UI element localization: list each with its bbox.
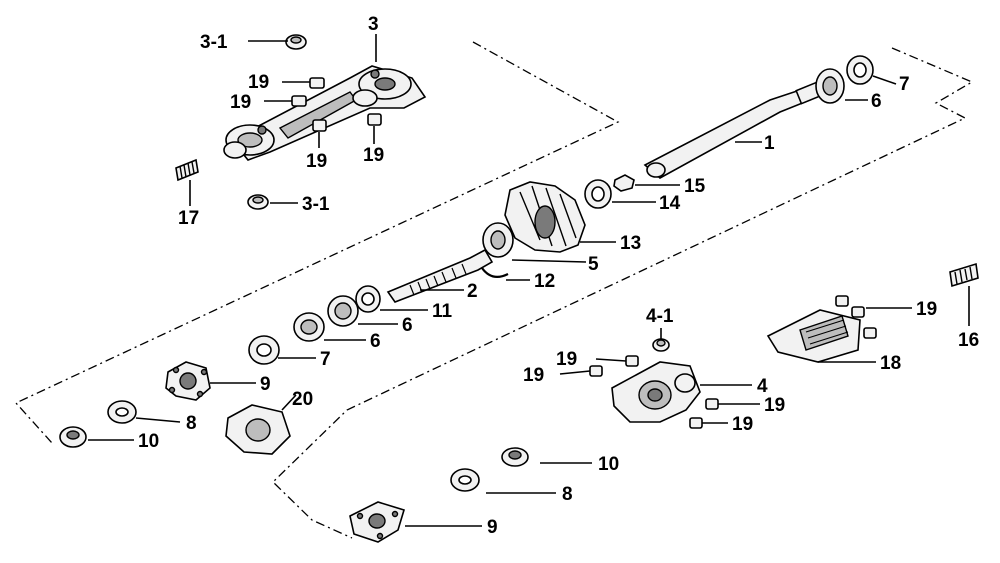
- part-coupling-20: [225, 404, 291, 455]
- part-spring-16: [949, 262, 979, 288]
- callout-19-i: 19: [732, 414, 753, 435]
- boundary-dashed-line: [14, 41, 620, 444]
- callout-3-1-top: 3-1: [200, 32, 228, 53]
- part-bolt-19-g: [589, 365, 603, 377]
- part-bolt-19-c: [312, 119, 327, 132]
- part-bearing-6-top: [815, 68, 845, 104]
- callout-8-right: 8: [562, 484, 573, 505]
- part-bolt-19-e: [835, 295, 877, 339]
- callout-11: 11: [432, 301, 453, 322]
- part-nut-4-1: [652, 338, 670, 352]
- part-snap-ring-12: [481, 267, 509, 279]
- part-cover-18: [766, 309, 861, 363]
- callout-10-left: 10: [138, 431, 159, 452]
- callout-19-h: 19: [764, 395, 785, 416]
- callout-19-g: 19: [523, 365, 544, 386]
- callout-6-low: 6: [370, 331, 381, 352]
- part-nut-10-left: [59, 426, 87, 448]
- part-bearing-5: [482, 222, 514, 258]
- part-nut-15: [613, 174, 635, 192]
- callout-10-right: 10: [598, 454, 619, 475]
- boundary-dashed-line: [272, 47, 974, 539]
- part-bolt-19-f: [625, 355, 639, 367]
- part-bolt-19-a: [309, 77, 325, 89]
- part-bevel-gear-13: [504, 181, 586, 253]
- part-spring-17: [175, 158, 199, 182]
- part-washer-11: [355, 285, 381, 313]
- callout-16: 16: [958, 330, 979, 351]
- callout-8-left: 8: [186, 413, 197, 434]
- part-nut-3-1-top: [285, 34, 307, 50]
- callout-13: 13: [620, 233, 641, 254]
- callout-9-right: 9: [487, 517, 498, 538]
- callout-12: 12: [534, 271, 555, 292]
- callout-7-top: 7: [899, 74, 910, 95]
- part-nut-10-right: [501, 447, 529, 467]
- callout-3: 3: [368, 14, 379, 35]
- callout-1: 1: [764, 133, 775, 154]
- part-bearing-6-low: [293, 312, 325, 342]
- callout-2: 2: [467, 281, 478, 302]
- callout-19-d: 19: [363, 145, 384, 166]
- callout-19-e: 19: [916, 299, 937, 320]
- callout-4-1: 4-1: [646, 306, 674, 327]
- part-long-shaft-1: [643, 81, 823, 179]
- part-seal-7-top: [846, 55, 874, 85]
- part-bolt-19-i: [689, 417, 703, 429]
- callout-4: 4: [757, 376, 768, 397]
- callout-17: 17: [178, 208, 199, 229]
- callout-5: 5: [588, 254, 599, 275]
- part-housing-4: [611, 361, 701, 423]
- part-washer-14: [584, 179, 612, 209]
- part-drive-shaft-ujoint: [223, 65, 427, 161]
- callout-7-low: 7: [320, 349, 331, 370]
- part-bolt-19-h: [705, 398, 719, 410]
- part-pinion-shaft-2: [386, 248, 494, 303]
- callout-9-left: 9: [260, 374, 271, 395]
- part-washer-8-left: [107, 400, 137, 424]
- callout-6-mid: 6: [402, 315, 413, 336]
- callout-20: 20: [292, 389, 313, 410]
- callout-3-1-bottom: 3-1: [302, 194, 330, 215]
- callout-19-b: 19: [230, 92, 251, 113]
- callout-19-c: 19: [306, 151, 327, 172]
- part-bolt-19-d: [367, 113, 382, 126]
- part-washer-8-right: [450, 468, 480, 492]
- part-seal-7-low: [248, 335, 280, 365]
- part-flange-9-left: [165, 361, 211, 401]
- callout-19-f: 19: [556, 349, 577, 370]
- part-nut-3-1-bottom: [247, 194, 269, 210]
- callout-19-a: 19: [248, 72, 269, 93]
- part-bearing-6-mid: [327, 295, 359, 327]
- part-flange-9-right: [349, 501, 405, 543]
- callout-18: 18: [880, 353, 901, 374]
- callout-14: 14: [659, 193, 681, 214]
- leader-lines: [88, 34, 970, 527]
- callout-6-top: 6: [871, 91, 882, 112]
- callout-15: 15: [684, 176, 706, 197]
- part-bolt-19-b: [291, 95, 307, 107]
